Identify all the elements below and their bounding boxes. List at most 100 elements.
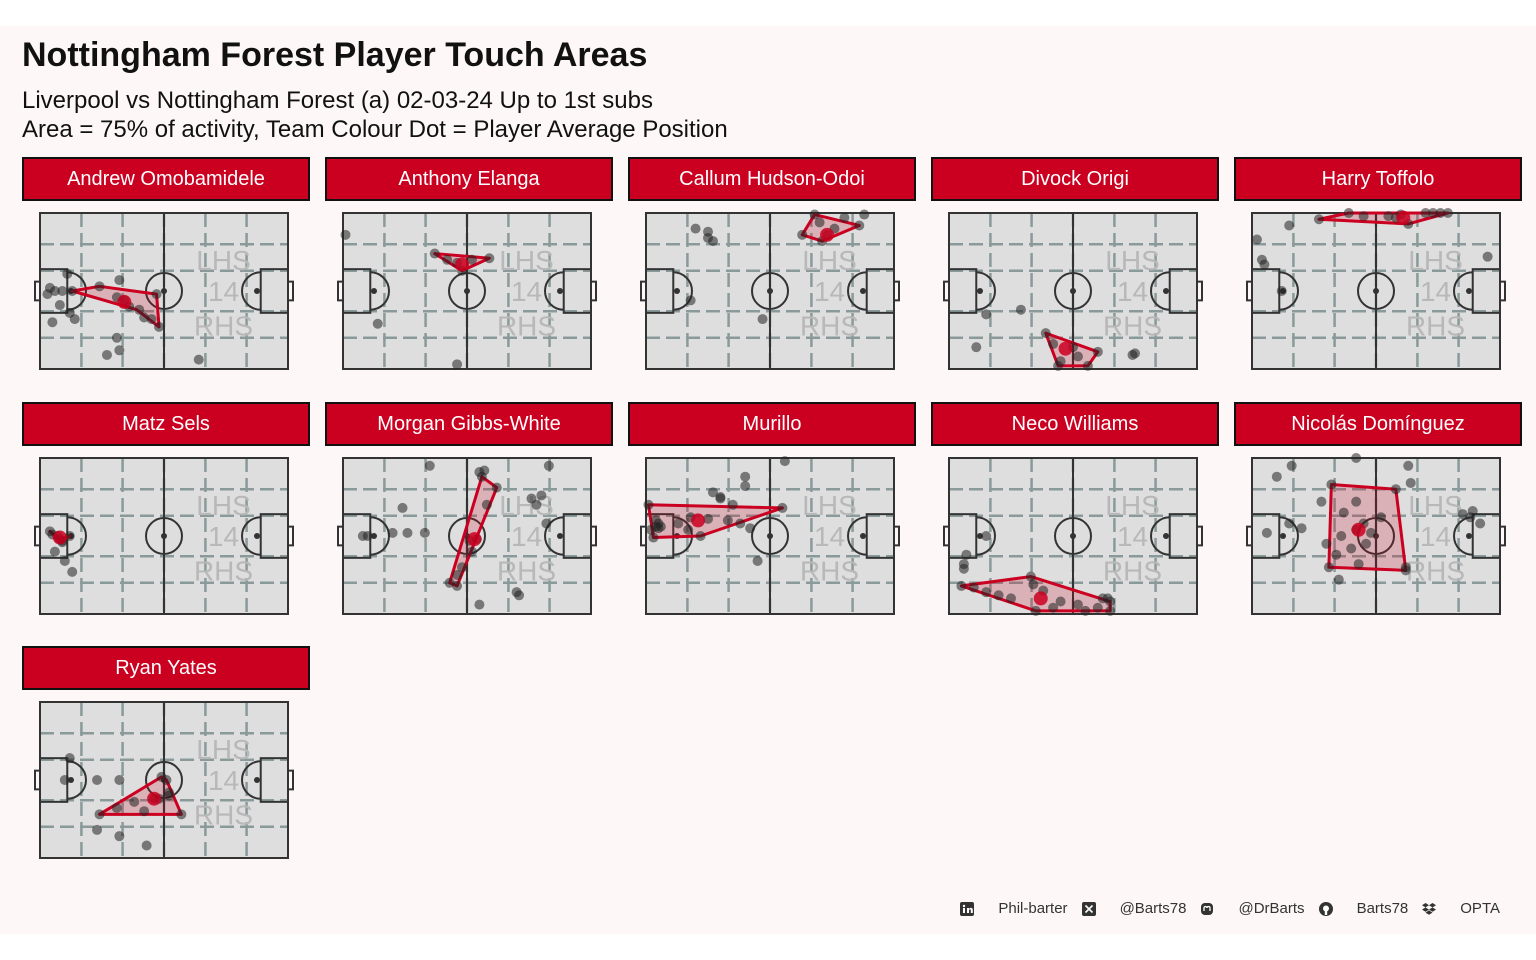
touch-point xyxy=(111,332,122,343)
touch-point xyxy=(176,809,187,820)
watermark-text: RHS xyxy=(800,310,859,341)
goal-left xyxy=(1246,525,1253,547)
goal-left xyxy=(34,769,41,791)
subtitle-line-1: Liverpool vs Nottingham Forest (a) 02-03… xyxy=(22,87,653,114)
touch-point xyxy=(1482,251,1493,262)
average-position-dot xyxy=(117,294,132,309)
touch-point xyxy=(1331,549,1342,560)
average-position-dot xyxy=(1396,210,1411,225)
touch-point xyxy=(101,349,112,360)
linkedin-icon xyxy=(960,901,975,916)
touch-point xyxy=(655,521,666,532)
touch-point xyxy=(114,831,125,842)
touch-point xyxy=(163,787,174,798)
touch-point xyxy=(466,546,477,557)
goal-left xyxy=(943,280,950,302)
watermark-text: LHS xyxy=(1408,245,1462,276)
touch-point xyxy=(92,775,103,785)
touch-point xyxy=(49,546,60,557)
average-position-dot xyxy=(52,530,67,545)
penalty-spot-right xyxy=(254,288,260,294)
touch-point xyxy=(419,527,430,538)
goal-left xyxy=(1246,280,1253,302)
watermark-text: RHS xyxy=(194,555,253,586)
touch-point xyxy=(129,796,140,807)
watermark-text: 14 xyxy=(814,276,845,307)
x-twitter-icon xyxy=(1081,901,1096,916)
centre-circle xyxy=(448,272,486,310)
touch-point xyxy=(956,580,967,591)
touch-point xyxy=(1259,259,1270,270)
touch-point xyxy=(49,286,60,296)
touch-point xyxy=(397,502,408,513)
touch-point xyxy=(452,570,463,580)
touch-point xyxy=(402,527,413,538)
touch-point xyxy=(1284,220,1295,231)
penalty-spot-right xyxy=(1466,533,1472,539)
centre-circle xyxy=(145,272,183,310)
touch-point xyxy=(1055,356,1066,367)
touch-point xyxy=(685,295,696,306)
touch-point xyxy=(62,268,73,279)
penalty-arc-left xyxy=(370,271,390,311)
penalty-arc-left xyxy=(1279,271,1299,311)
penalty-arc-left xyxy=(976,271,996,311)
touch-point xyxy=(514,590,525,601)
touch-point xyxy=(1390,484,1401,495)
touch-point xyxy=(1082,360,1093,371)
touch-point xyxy=(779,456,790,467)
touch-point xyxy=(1351,453,1362,463)
touch-point xyxy=(690,223,701,234)
penalty-arc-right xyxy=(241,760,261,800)
touch-point xyxy=(740,481,751,492)
touch-point xyxy=(1276,286,1287,296)
touch-point xyxy=(466,254,477,265)
github-icon xyxy=(1318,901,1333,916)
touch-point xyxy=(1130,348,1140,359)
watermark-text: LHS xyxy=(802,245,856,276)
touch-point xyxy=(67,286,78,296)
centre-circle xyxy=(145,517,183,555)
touch-point xyxy=(139,806,150,817)
goal-left xyxy=(943,525,950,547)
touch-point xyxy=(1261,527,1272,538)
touch-point xyxy=(1435,208,1446,218)
touch-point xyxy=(683,524,694,535)
touch-point xyxy=(1030,605,1041,616)
average-position-dot xyxy=(691,513,706,528)
footer-x-text: @Barts78 xyxy=(1119,900,1187,917)
touch-point xyxy=(648,532,659,543)
touch-point xyxy=(481,499,492,510)
goal-right xyxy=(287,769,294,791)
touch-point xyxy=(484,253,495,264)
penalty-spot-right xyxy=(1466,288,1472,294)
touch-point xyxy=(457,562,468,573)
touch-point xyxy=(424,460,435,471)
touch-point xyxy=(1080,605,1091,616)
touch-point xyxy=(839,212,850,223)
centre-spot xyxy=(161,533,167,539)
touch-point xyxy=(1028,579,1039,590)
touch-point xyxy=(1072,599,1083,610)
penalty-spot-left xyxy=(1280,533,1286,539)
watermark-text: RHS xyxy=(1406,555,1465,586)
goal-right xyxy=(1196,525,1203,547)
penalty-arc-right xyxy=(544,516,564,556)
centre-spot xyxy=(767,288,773,294)
centre-circle xyxy=(1054,517,1092,555)
player-name-strip: Morgan Gibbs-White xyxy=(325,402,613,446)
dropbox-icon xyxy=(1422,902,1437,916)
player-name-strip: Anthony Elanga xyxy=(325,157,613,201)
touch-point xyxy=(752,555,763,566)
watermark-text: RHS xyxy=(800,555,859,586)
player-name-strip: Divock Origi xyxy=(931,157,1219,201)
touch-point xyxy=(1333,574,1344,585)
player-name-strip: Ryan Yates xyxy=(22,646,310,690)
